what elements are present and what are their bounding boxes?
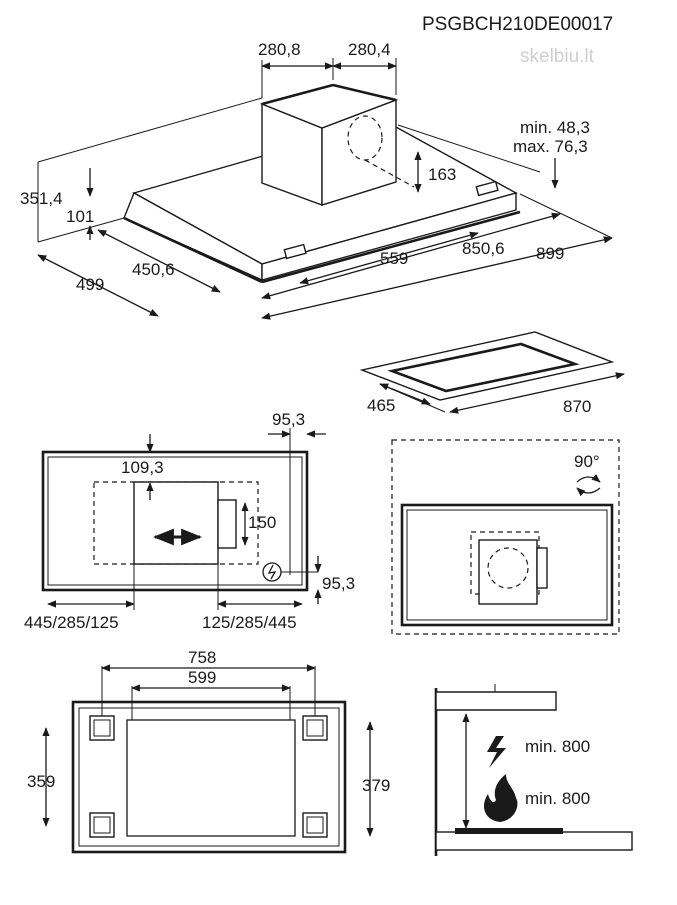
outlet-guide (364, 159, 415, 188)
rotation-duct-circle (487, 547, 529, 589)
label-outlet: 150 (248, 513, 276, 532)
label-offset-right: 95,3 (272, 410, 305, 429)
cutout-plate (359, 331, 615, 401)
hood-handle-right (475, 180, 499, 197)
mounting-view: 758 599 359 379 (27, 648, 390, 854)
gas-flame-icon (484, 774, 518, 822)
label-clearance-electric: min. 800 (525, 737, 590, 756)
label-depth-inner: 450,6 (132, 260, 175, 279)
ext-width-right (519, 193, 613, 239)
ceiling-line-left (37, 97, 263, 163)
top-view: 109,3 150 95,3 95,3 445/285/125 125/285/… (24, 410, 355, 632)
mount-center-panel (126, 719, 296, 837)
clearance-hood (435, 691, 557, 711)
chimney-top-edge-right (332, 83, 397, 102)
ceiling-line-right (397, 124, 541, 173)
top-outlet-box (217, 499, 237, 549)
label-mount-right-height: 379 (362, 776, 390, 795)
rotation-hood-inner (406, 509, 608, 621)
label-pos-left: 445/285/125 (24, 613, 119, 632)
label-body-height: 101 (66, 207, 94, 226)
top-outer-frame (41, 450, 309, 592)
clearance-view: min. 800 min. 800 (434, 684, 633, 856)
mount-hole-bottom-right-inner (306, 816, 324, 834)
rotate-arrow-top-icon (576, 473, 601, 483)
top-chimney-box (133, 481, 219, 565)
rotation-outlet (536, 547, 548, 589)
dim-cutout-depth (379, 383, 431, 405)
label-min-height: min. 48,3 (520, 118, 590, 137)
watermark-text: skelbiu.lt (520, 46, 595, 67)
label-chimney-depth: 280,4 (348, 40, 391, 59)
label-mount-left-height: 359 (27, 772, 55, 791)
lightning-icon (267, 564, 277, 580)
cooktop-surface (435, 831, 633, 851)
rotation-dashed-frame (391, 439, 620, 635)
dim-depth-inner (97, 229, 221, 293)
dim-cutout-width (449, 372, 625, 414)
top-inner-frame (47, 456, 303, 586)
label-width-outer: 899 (536, 244, 564, 263)
label-cutout-width: 870 (563, 397, 591, 416)
drawing-code: PSGBCH210DE00017 (422, 14, 613, 35)
label-outlet-height: 163 (428, 165, 456, 184)
mount-hole-bottom-left-inner (93, 816, 111, 834)
label-depth-outer: 499 (76, 275, 104, 294)
label-offset-top: 109,3 (121, 458, 164, 477)
label-mount-outer: 758 (188, 648, 216, 667)
hood-isometric-view: 280,8 280,4 min. 48,3 max. 76,3 163 351,… (20, 40, 613, 320)
rotation-hood-frame (400, 503, 614, 627)
electric-lightning-icon (487, 736, 506, 768)
label-mount-inner: 599 (188, 668, 216, 687)
ext-depth-left (37, 217, 125, 243)
cutout-view: 465 870 (359, 331, 625, 416)
label-width-mid: 850,6 (462, 239, 505, 258)
rotation-chimney-box (478, 539, 538, 605)
label-clearance-gas: min. 800 (525, 789, 590, 808)
watermark: skelbiu.lt (520, 46, 595, 67)
rotation-view: 90° (391, 439, 620, 635)
label-chimney-width: 280,8 (258, 40, 301, 59)
mount-outer-frame (71, 700, 347, 854)
mount-hole-top-left-inner (93, 719, 111, 737)
label-max-height: max. 76,3 (513, 137, 588, 156)
label-total-height: 351,4 (20, 189, 63, 208)
label-width-inner: 559 (380, 249, 408, 268)
rotate-arrow-bottom-icon (576, 487, 601, 497)
label-pos-right: 125/285/445 (202, 613, 297, 632)
label-offset-right2: 95,3 (322, 574, 355, 593)
mount-inner-frame (78, 707, 340, 847)
mount-hole-top-right-inner (306, 719, 324, 737)
chimney-top-edge-back (261, 83, 334, 106)
cooktop-plate (455, 828, 563, 834)
label-rotation-angle: 90° (574, 452, 600, 471)
label-cutout-depth: 465 (367, 396, 395, 415)
dim-width-outer (261, 236, 613, 320)
